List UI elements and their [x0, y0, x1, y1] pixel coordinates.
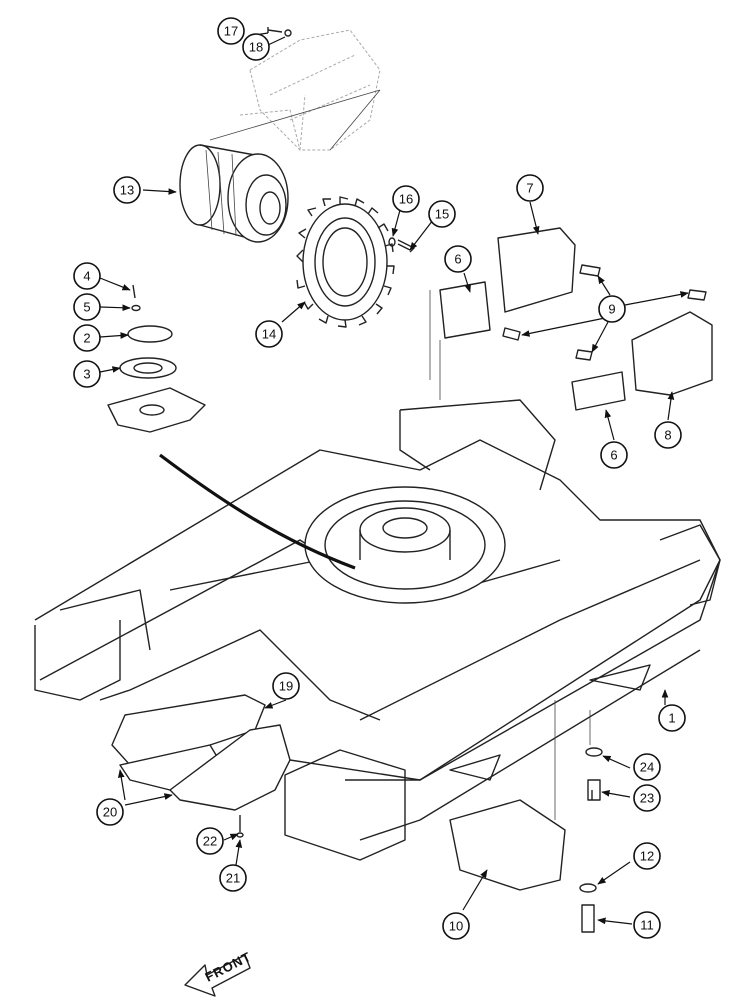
front-arrow: FRONT — [184, 949, 254, 997]
callout-8: 8 — [654, 421, 682, 449]
svg-text:4: 4 — [83, 269, 90, 284]
callout-1: 1 — [658, 704, 686, 732]
svg-text:19: 19 — [279, 679, 293, 694]
swivel-parts — [107, 284, 206, 433]
callout-20: 20 — [96, 798, 124, 826]
callout-7: 7 — [516, 174, 544, 202]
callout-16: 16 — [392, 185, 420, 213]
callout-13: 13 — [113, 176, 141, 204]
svg-text:15: 15 — [435, 207, 449, 222]
callout-6-bottom: 6 — [600, 441, 628, 469]
callout-10: 10 — [442, 912, 470, 940]
callout-12: 12 — [633, 842, 661, 870]
track-frame — [34, 399, 721, 891]
svg-text:22: 22 — [203, 834, 217, 849]
svg-text:3: 3 — [83, 367, 90, 382]
travel-motor — [179, 144, 289, 243]
svg-text:5: 5 — [83, 300, 90, 315]
ghost-housing — [209, 29, 381, 151]
callout-4: 4 — [73, 262, 101, 290]
svg-text:21: 21 — [226, 871, 240, 886]
svg-text:12: 12 — [640, 849, 654, 864]
svg-text:13: 13 — [120, 183, 134, 198]
svg-text:6: 6 — [454, 252, 461, 267]
svg-text:6: 6 — [610, 448, 617, 463]
callout-18: 18 — [242, 33, 270, 61]
bracket-bolts — [554, 700, 603, 933]
plates — [111, 694, 291, 811]
covers — [429, 227, 713, 411]
callout-22: 22 — [196, 827, 224, 855]
svg-text:17: 17 — [224, 24, 238, 39]
svg-text:2: 2 — [83, 331, 90, 346]
callout-5: 5 — [73, 293, 101, 321]
callout-11: 11 — [633, 911, 661, 939]
svg-text:16: 16 — [399, 192, 413, 207]
callout-24: 24 — [633, 753, 661, 781]
svg-text:9: 9 — [608, 302, 615, 317]
svg-text:23: 23 — [640, 791, 654, 806]
svg-text:10: 10 — [449, 919, 463, 934]
callout-21: 21 — [219, 864, 247, 892]
callout-19: 19 — [272, 672, 300, 700]
svg-text:1: 1 — [668, 711, 675, 726]
svg-text:20: 20 — [103, 805, 117, 820]
plate-screw — [236, 815, 244, 838]
svg-text:8: 8 — [664, 428, 671, 443]
callout-3: 3 — [73, 360, 101, 388]
svg-text:7: 7 — [526, 181, 533, 196]
leader-lines — [99, 32, 689, 925]
callout-6-top: 6 — [444, 245, 472, 273]
callout-15: 15 — [428, 200, 456, 228]
top-bolt — [267, 27, 292, 37]
svg-text:24: 24 — [640, 760, 654, 775]
callout-17: 17 — [217, 17, 245, 45]
swivel-pointer — [159, 453, 356, 570]
callout-23: 23 — [633, 784, 661, 812]
svg-text:18: 18 — [249, 40, 263, 55]
svg-text:11: 11 — [640, 918, 654, 933]
svg-text:14: 14 — [262, 327, 276, 342]
callout-14: 14 — [255, 320, 283, 348]
callout-2: 2 — [73, 324, 101, 352]
callout-9: 9 — [598, 295, 626, 323]
sprocket — [296, 196, 395, 328]
